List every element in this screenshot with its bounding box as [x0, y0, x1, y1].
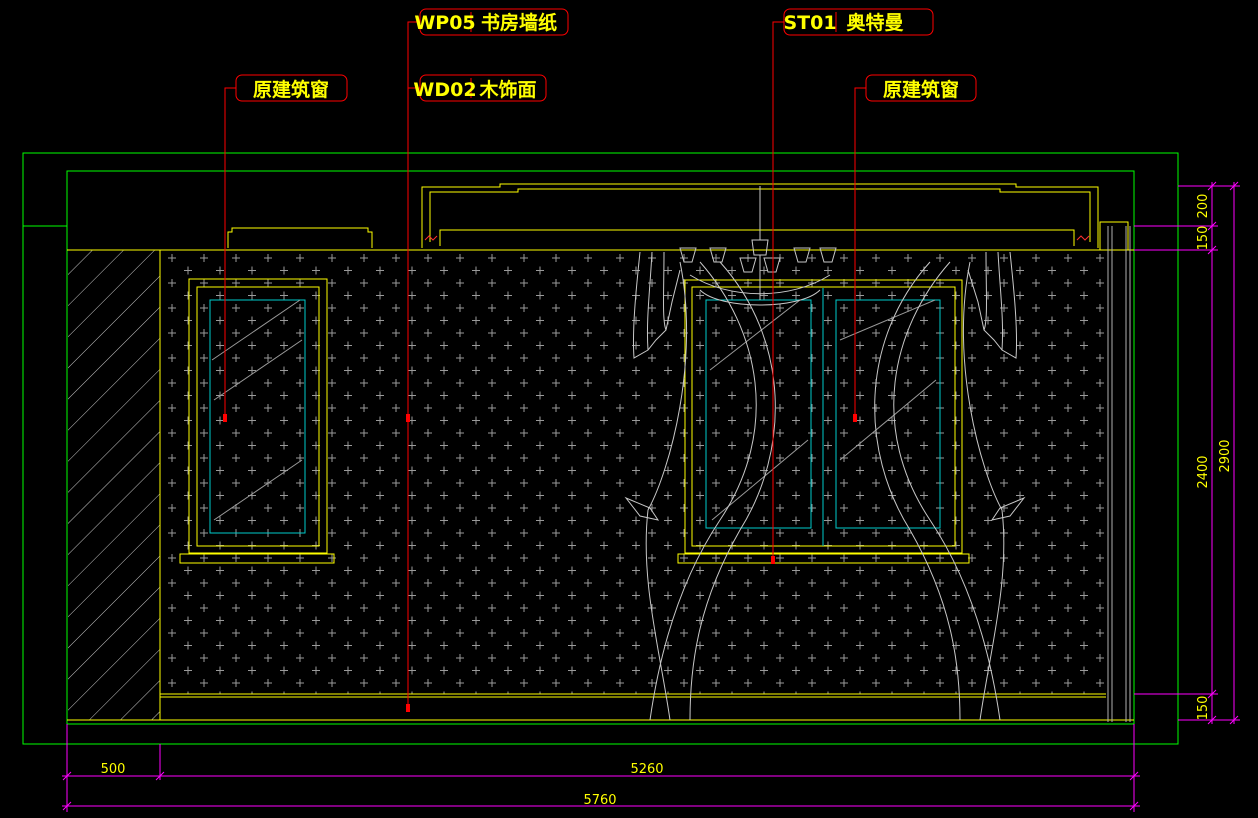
- dim-right-total: 2900: [1218, 439, 1233, 472]
- outer-frame: [22, 152, 1179, 745]
- tag-stone: ST01 奥特曼: [783, 8, 934, 36]
- ceiling-lines: [67, 183, 1134, 721]
- dim-bottom-left: 500: [101, 762, 126, 777]
- tag-stone-name: 奥特曼: [846, 11, 903, 34]
- right-dimension-lines: [1134, 181, 1240, 725]
- curtains: [624, 251, 1026, 721]
- dim-right-150-bottom: 150: [1196, 696, 1211, 721]
- tag-left-window: 原建筑窗: [235, 74, 348, 102]
- tag-wood-code: WD02: [413, 79, 476, 101]
- left-window: [179, 278, 335, 564]
- tag-wallpaper-code: WP05: [414, 12, 475, 34]
- chandelier: [679, 186, 837, 306]
- column-hatch: [68, 250, 160, 720]
- right-window: [677, 279, 970, 564]
- tag-left-window-name: 原建筑窗: [253, 78, 329, 101]
- dim-right-200: 200: [1196, 194, 1211, 219]
- wallpaper-pattern: [161, 251, 1106, 694]
- tag-wood-name: 木饰面: [478, 78, 536, 101]
- dim-right-2400: 2400: [1196, 455, 1211, 488]
- leader-endpoints: [223, 414, 857, 712]
- leader-lines: [224, 21, 866, 706]
- ceiling-trim-marks: [424, 235, 1090, 241]
- dim-bottom-main: 5260: [630, 762, 663, 777]
- inner-frame: [66, 170, 1135, 725]
- bottom-dimension-lines: [62, 724, 1140, 812]
- tag-right-window: 原建筑窗: [865, 74, 977, 102]
- right-pillar: [1107, 226, 1131, 722]
- tag-right-window-name: 原建筑窗: [883, 78, 959, 101]
- dim-bottom-total: 5760: [583, 793, 616, 808]
- dim-right-150-top: 150: [1196, 226, 1211, 251]
- tag-wallpaper-name: 书房墙纸: [481, 11, 557, 34]
- tag-wood: WD02 木饰面: [413, 74, 547, 102]
- tag-stone-code: ST01: [783, 12, 836, 34]
- tag-wallpaper: WP05 书房墙纸: [414, 8, 569, 36]
